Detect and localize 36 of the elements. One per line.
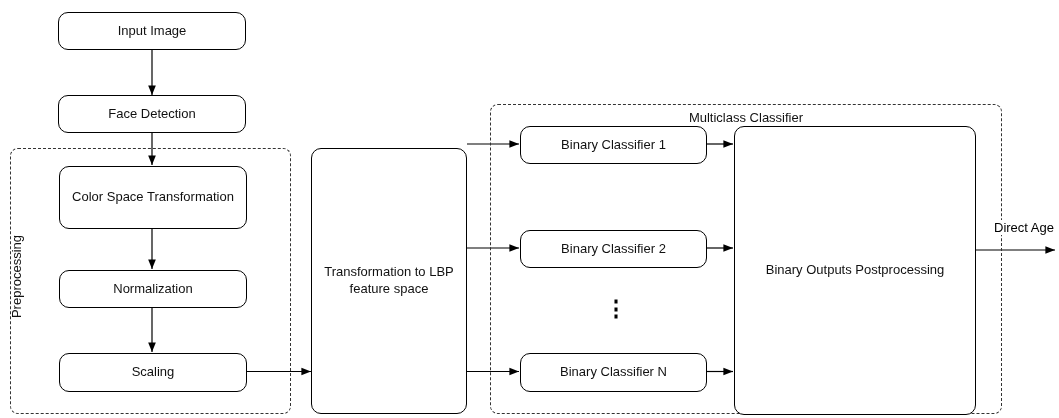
arrow — [466, 244, 520, 252]
box-label: Scaling — [130, 364, 176, 381]
arrow — [148, 132, 156, 166]
arrow — [705, 140, 734, 148]
arrow — [974, 246, 1056, 254]
process-block — [311, 148, 467, 414]
arrow — [245, 367, 312, 376]
process-box — [58, 95, 246, 133]
arrow — [466, 367, 520, 376]
box-label: Color Space Transformation — [71, 189, 235, 206]
box-label: Transformation to LBP feature space — [323, 264, 455, 298]
process-box — [58, 12, 246, 50]
process-box — [59, 166, 247, 229]
box-label: Input Image — [116, 22, 188, 40]
process-box — [59, 270, 247, 308]
box-label: Binary Classifier 1 — [560, 136, 667, 154]
box-label: Normalization — [112, 280, 194, 298]
process-block — [734, 126, 976, 415]
group-title: Preprocessing — [9, 234, 25, 319]
box-label: Binary Classifier N — [559, 364, 668, 381]
box-label: Binary Outputs Postprocessing — [764, 262, 946, 279]
box-label: Binary Classifier 2 — [560, 240, 667, 258]
arrow — [148, 227, 156, 270]
box-label: Face Detection — [107, 105, 197, 123]
edge-label: Direct Age — [993, 220, 1055, 235]
arrow — [466, 140, 520, 148]
arrow — [705, 367, 734, 376]
arrow — [705, 244, 734, 252]
arrow — [148, 49, 156, 96]
group-title: Multiclass Classifier — [687, 110, 805, 125]
process-box — [59, 353, 247, 392]
process-box — [520, 230, 707, 268]
arrow — [148, 306, 156, 353]
process-box — [520, 126, 707, 164]
dashed-group-frame — [10, 148, 291, 414]
process-box — [520, 353, 707, 392]
